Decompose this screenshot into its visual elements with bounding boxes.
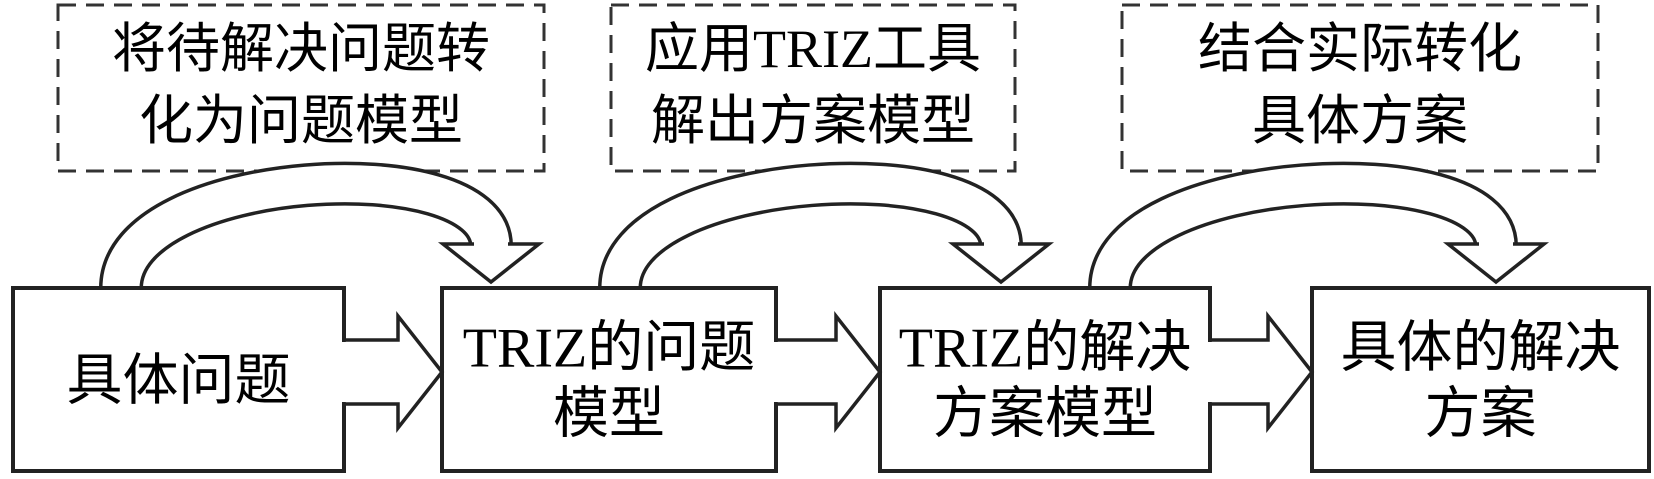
step-label: TRIZ的解决 (899, 318, 1191, 380)
curved-arrow-icon (99, 161, 545, 291)
step-box-1: 具体问题 (11, 286, 346, 473)
step-label: 方案 (1425, 384, 1537, 446)
step-box-border (878, 286, 1212, 473)
dashed-note-border (609, 3, 1017, 173)
dashed-note-border (56, 3, 546, 173)
transition-label: 结合实际转化 (1198, 19, 1522, 79)
transition-label: 解出方案模型 (651, 91, 975, 151)
flow-arrow-icon (1208, 310, 1315, 434)
step-box-border (11, 286, 346, 473)
curved-arrow-icon (1088, 161, 1550, 291)
step-label: 具体问题 (67, 351, 291, 413)
step-label: 模型 (553, 384, 665, 446)
transition-label: 具体方案 (1252, 91, 1468, 151)
transition-label: 将待解决问题转 (112, 19, 490, 79)
transition-label: 应用TRIZ工具 (645, 19, 981, 79)
transition-label: 化为问题模型 (139, 91, 463, 151)
step-label: 方案模型 (933, 384, 1157, 446)
flow-arrow-icon (774, 310, 883, 434)
step-box-border (440, 286, 778, 473)
step-box-border (1310, 286, 1651, 473)
step-label: 具体的解决 (1341, 318, 1621, 380)
flow-arrow-icon (342, 310, 445, 434)
step-label: TRIZ的问题 (463, 318, 755, 380)
curved-arrow-icon (598, 161, 1055, 291)
